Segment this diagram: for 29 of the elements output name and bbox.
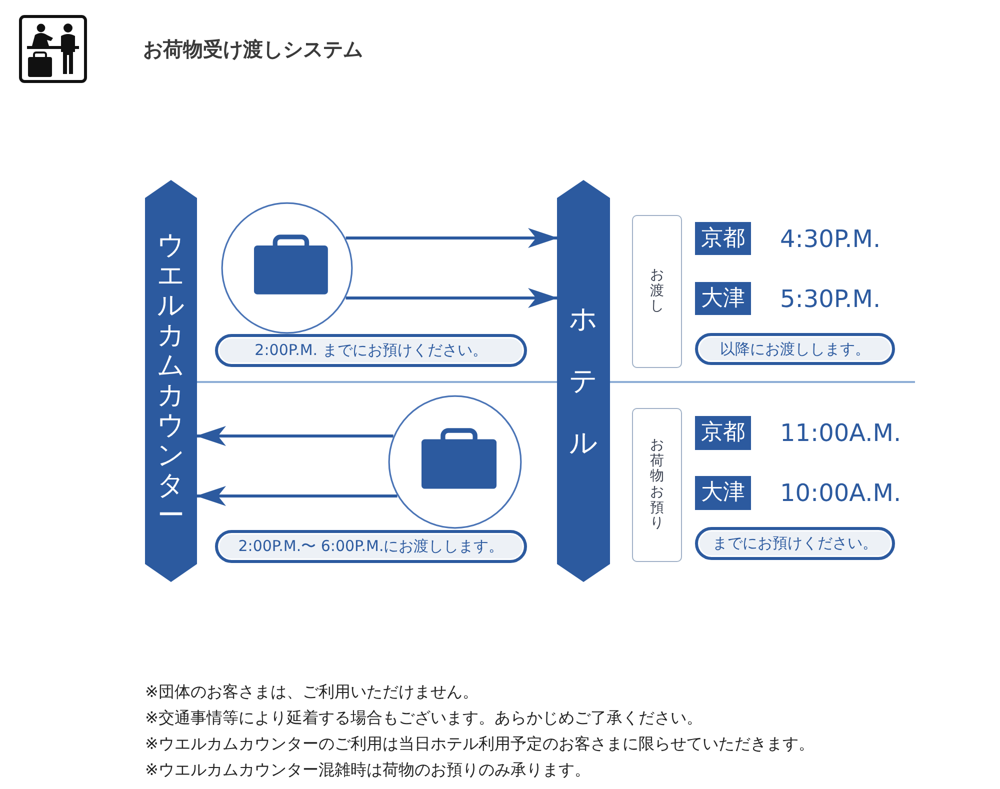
- suitcase-icon: [221, 202, 353, 334]
- info-pill: 2:00P.M.〜 6:00P.M.にお渡しします。: [215, 530, 527, 563]
- note-text: ※交通事情等により延着する場合もございます。あらかじめご了承ください。: [145, 707, 702, 729]
- arrow: [346, 228, 558, 248]
- vertical-banner: [557, 180, 610, 582]
- city-tag: 大津: [695, 476, 751, 510]
- arrow: [196, 486, 398, 506]
- info-pill: 以降にお渡しします。: [695, 333, 895, 365]
- info-pill: までにお預けください。: [695, 527, 895, 560]
- note-text: ※ウエルカムカウンター混雑時は荷物のお預りのみ承ります。: [145, 759, 590, 781]
- vertical-label-box: お渡し: [632, 215, 682, 368]
- info-pill: 2:00P.M. までにお預けください。: [215, 334, 527, 367]
- arrow: [196, 426, 394, 446]
- suitcase-icon: [388, 395, 522, 529]
- city-tag: 京都: [695, 222, 751, 255]
- time-text: 11:00A.M.: [780, 418, 902, 449]
- banner-label: ウエルカムカウンター: [156, 231, 186, 531]
- vertical-label-box: お荷物お預り: [632, 408, 682, 562]
- note-text: ※ウエルカムカウンターのご利用は当日ホテル利用予定のお客さまに限らせていただきます。: [145, 733, 814, 755]
- banner-label: ホテル: [568, 301, 599, 461]
- city-tag: 大津: [695, 282, 751, 315]
- arrow: [346, 288, 558, 308]
- time-text: 4:30P.M.: [780, 224, 881, 254]
- time-text: 5:30P.M.: [780, 284, 881, 314]
- time-text: 10:00A.M.: [780, 478, 902, 509]
- note-text: ※団体のお客さまは、ご利用いただけません。: [145, 681, 478, 703]
- city-tag: 京都: [695, 416, 751, 450]
- title-text: お荷物受け渡しシステム: [143, 36, 363, 63]
- vertical-banner: [145, 180, 197, 582]
